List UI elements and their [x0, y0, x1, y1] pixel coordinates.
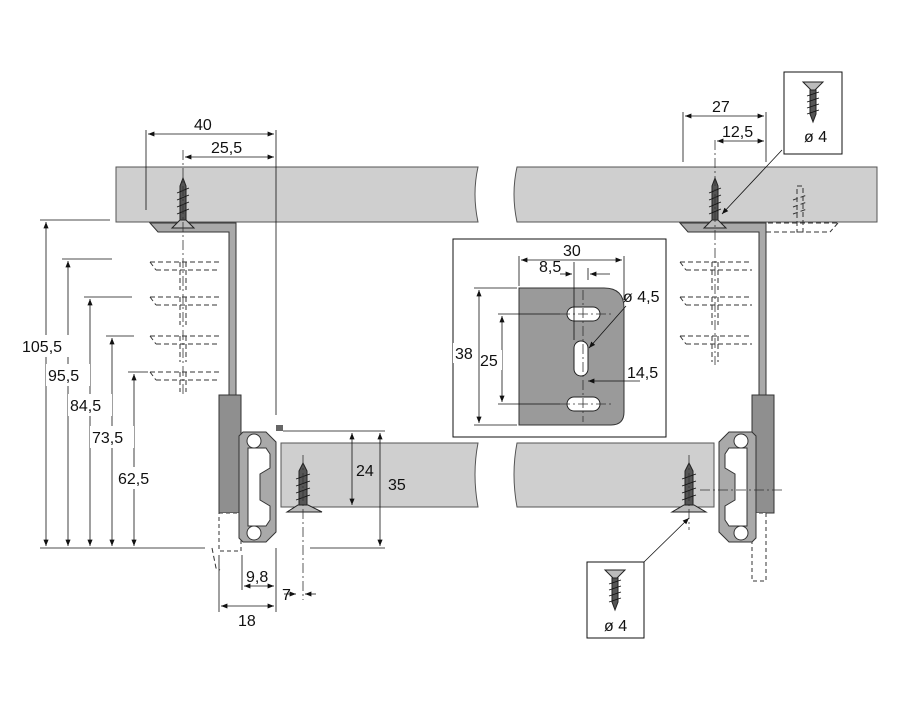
left-ghost-screws: [179, 262, 187, 392]
dim-27: 27: [712, 99, 730, 116]
dim-hole-4-5: ø 4,5: [623, 289, 660, 306]
dim-30: 30: [563, 243, 581, 260]
screw-size-bottom: ø 4: [604, 618, 627, 635]
right-runner-profile: [700, 431, 784, 543]
left-runner-base-dash: [211, 547, 221, 571]
dim-84-5: 84,5: [70, 398, 101, 415]
dim-95-5: 95,5: [48, 368, 79, 385]
dim-62-5: 62,5: [118, 471, 149, 488]
left-mounting-bracket: [148, 222, 242, 552]
right-top-screw: [702, 140, 808, 365]
slot-hole-middle: [573, 340, 589, 377]
right-mounting-bracket: [678, 222, 839, 582]
cabinet-top-panel-left: [115, 166, 479, 223]
dim-25-5: 25,5: [211, 140, 242, 157]
dim-12-5: 12,5: [722, 124, 753, 141]
right-ghost-screws: [711, 262, 719, 362]
dim-105-5: 105,5: [22, 339, 62, 356]
dim-25: 25: [480, 353, 498, 370]
left-top-screw: [170, 150, 196, 395]
dim-35: 35: [388, 477, 406, 494]
dim-9-8: 9,8: [246, 569, 268, 586]
left-vertical-dimensions: 105,5 95,5 84,5 73,5 62,5: [20, 219, 205, 549]
dim-18: 18: [238, 613, 256, 630]
dim-40: 40: [194, 117, 212, 134]
right-top-dimensions: 27 12,5: [682, 99, 767, 162]
dim-8-5: 8,5: [539, 259, 561, 276]
bracket-plate: [518, 287, 625, 426]
drawer-side-panel-right: [513, 442, 715, 508]
screw-callout-bottom: ø 4: [586, 517, 690, 639]
dim-38: 38: [455, 346, 473, 363]
dim-24: 24: [356, 463, 374, 480]
runner-height-dimensions: 24 35: [283, 430, 406, 549]
screw-callout-top: ø 4: [721, 71, 843, 215]
left-top-dimensions: 40 25,5: [145, 117, 277, 415]
dim-14-5: 14,5: [627, 365, 658, 382]
drawer-side-panel-left: [280, 442, 479, 508]
left-drawer-screw: [285, 455, 323, 600]
bracket-detail-box: 30 8,5 ø 4,5 38 25 14,5: [452, 238, 667, 438]
dim-7: 7: [282, 587, 291, 604]
dim-73-5: 73,5: [92, 430, 123, 447]
cabinet-top-panel-right: [513, 166, 878, 223]
left-runner-profile: [238, 425, 283, 543]
bottom-dimensions: 9,8 7 18: [218, 548, 316, 630]
screw-size-top: ø 4: [804, 129, 827, 146]
right-drawer-screw: [670, 455, 708, 530]
